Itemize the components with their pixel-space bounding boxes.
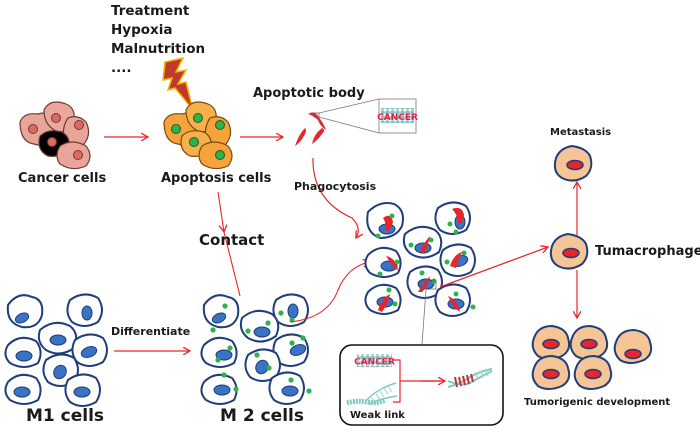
stimulus-item: Malnutrition: [111, 41, 206, 57]
m2-cell: [200, 336, 238, 368]
label-metastasis: Metastasis: [550, 127, 612, 138]
label-phagocytosis: Phagocytosis: [294, 180, 377, 193]
m2-cell: [200, 372, 239, 405]
phagocyte-cell: [364, 246, 402, 278]
apoptosis-nucleus: [215, 120, 225, 130]
label-tumorigenic-development: Tumorigenic development: [524, 397, 671, 408]
apoptosis-nucleus: [215, 150, 225, 160]
tumor-cell: [613, 328, 653, 364]
stimulus-item: Hypoxia: [111, 22, 173, 38]
m2-cell: [239, 309, 280, 343]
tumor-cell: [569, 324, 609, 360]
arrow-contact: [217, 191, 224, 232]
lightning-icon: [162, 56, 194, 111]
m2-cell: [272, 293, 309, 327]
tumor-cell: [531, 324, 571, 360]
dna-label: CANCER: [354, 358, 395, 368]
cancer-nucleus: [74, 120, 84, 130]
callout-line: [318, 98, 380, 114]
label-m1-cells: M1 cells: [26, 406, 105, 426]
m1-cells-cluster: [4, 293, 108, 407]
m2-cell: [202, 294, 240, 333]
unwinding-dna-icon: [346, 382, 398, 406]
arrow-m2-to-phagocytes: [289, 262, 370, 323]
zoom-marker: [313, 112, 320, 118]
apoptosis-nucleus: [171, 124, 181, 134]
m1-cell: [4, 336, 42, 368]
cancer-nucleus: [28, 124, 38, 134]
cancer-nucleus: [51, 113, 61, 123]
label-weak-link: Weak link: [350, 410, 405, 421]
phagocyte-cell: [434, 201, 471, 235]
stimulus-item: ....: [111, 60, 132, 76]
arrow-phagocytosis: [312, 157, 358, 238]
phagocyte-cell: [434, 283, 476, 317]
dna-label: CANCER: [377, 113, 418, 123]
label-contact: Contact: [199, 231, 265, 249]
m2-cell: [244, 348, 281, 382]
apoptosis-nucleus: [193, 113, 203, 123]
label-m2-cells: M 2 cells: [220, 406, 304, 426]
phagocyte-cell: [402, 225, 443, 259]
fragment: [308, 112, 326, 130]
fragment: [312, 128, 324, 144]
label-apoptotic-body: Apoptotic body: [253, 86, 365, 101]
label-apoptosis-cells: Apoptosis cells: [161, 171, 272, 186]
arrow-contact-extension: [223, 231, 241, 297]
m1-cell: [6, 294, 44, 329]
phagocyte-cell: [366, 202, 404, 240]
m2-cells-cluster: [200, 293, 312, 405]
m1-cell: [66, 293, 103, 327]
m1-cell: [37, 321, 78, 355]
tumorigenic-cluster: [531, 324, 653, 390]
label-differentiate: Differentiate: [111, 325, 191, 338]
label-tumacrophage: Tumacrophage: [595, 244, 700, 259]
m2-cell: [268, 371, 312, 405]
apoptosis-nucleus: [189, 137, 199, 147]
tumor-cell: [573, 354, 613, 390]
cancer-cells-cluster: [19, 101, 91, 170]
phagocyte-cell: [364, 283, 402, 315]
fragment: [295, 128, 306, 146]
integrated-dna-icon: [447, 368, 493, 388]
metastasis-cell: [553, 144, 593, 182]
stimuli-list: Treatment Hypoxia Malnutrition ....: [111, 2, 205, 78]
label-cancer-cells: Cancer cells: [18, 171, 107, 186]
cancer-nucleus: [73, 150, 83, 160]
stimulus-item: Treatment: [111, 3, 190, 19]
dna-strand-cancer: CANCER: [377, 108, 418, 123]
phagocyte-cluster: [364, 201, 476, 317]
cancer-nucleus: [47, 137, 57, 147]
zoom-marker: [419, 280, 437, 290]
m1-cell: [71, 333, 108, 367]
m1-cell: [64, 373, 101, 407]
arrow-to-tumacrophage: [439, 247, 548, 288]
apoptosis-cells-cluster: [163, 101, 233, 170]
m1-cell: [4, 373, 42, 405]
callout-line: [318, 116, 380, 134]
apoptotic-body: [295, 112, 326, 146]
callout-line: [421, 289, 427, 345]
tumacrophage-cell: [549, 232, 589, 270]
phagocyte-cell: [439, 243, 476, 277]
tumor-cell: [531, 354, 571, 390]
weak-link-inset: CANCER: [339, 344, 504, 426]
